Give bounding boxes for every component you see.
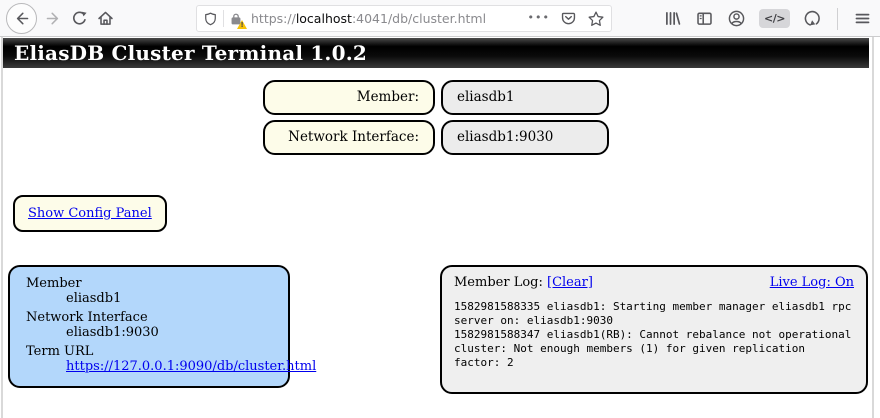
url-protocol: https:// bbox=[251, 11, 296, 26]
forward-icon bbox=[44, 9, 63, 28]
live-log-toggle-link[interactable]: Live Log: On bbox=[769, 275, 854, 290]
show-config-panel-link[interactable]: Show Config Panel bbox=[28, 206, 152, 221]
interface-info-value: eliasdb1:9030 bbox=[66, 325, 159, 340]
network-interface-row: Network Interface: eliasdb1:9030 bbox=[263, 120, 609, 155]
page-title: EliasDB Cluster Terminal 1.0.2 bbox=[3, 38, 869, 68]
log-body: 1582981588335 eliasdb1: Starting member … bbox=[454, 300, 854, 370]
toolbar-right-icons: </> bbox=[663, 0, 872, 37]
term-url-group: Term URL https://127.0.0.1:9090/db/clust… bbox=[26, 344, 316, 374]
member-fields: Member: eliasdb1 Network Interface: elia… bbox=[3, 80, 869, 155]
log-header: Member Log: [Clear] Live Log: On bbox=[454, 275, 854, 290]
url-host: localhost bbox=[295, 11, 352, 26]
reload-icon bbox=[70, 9, 89, 28]
log-title-wrap: Member Log: [Clear] bbox=[454, 275, 593, 290]
log-title: Member Log: bbox=[454, 275, 543, 290]
window-edge-left bbox=[1, 37, 3, 418]
home-button[interactable] bbox=[96, 9, 115, 28]
menu-hamburger-icon[interactable] bbox=[853, 9, 872, 28]
member-label: Member: bbox=[263, 80, 435, 115]
pocket-icon[interactable] bbox=[560, 10, 577, 27]
reload-button[interactable] bbox=[70, 9, 89, 28]
sync-icon[interactable] bbox=[803, 9, 822, 28]
panels-row: Member eliasdb1 Network Interface eliasd… bbox=[8, 265, 868, 394]
url-path: :4041/db/cluster.html bbox=[351, 11, 487, 26]
url-text[interactable]: https://localhost:4041/db/cluster.html bbox=[251, 11, 528, 26]
interface-info-group: Network Interface eliasdb1:9030 bbox=[26, 310, 278, 340]
insecure-lock-warning-icon[interactable] bbox=[229, 11, 247, 29]
member-value: eliasdb1 bbox=[441, 80, 609, 115]
network-interface-label: Network Interface: bbox=[263, 120, 435, 155]
term-url-label: Term URL bbox=[26, 344, 94, 359]
nav-button-group bbox=[0, 2, 115, 34]
member-info-value: eliasdb1 bbox=[66, 291, 122, 306]
show-config-panel-box: Show Config Panel bbox=[13, 195, 167, 232]
library-icon[interactable] bbox=[663, 9, 682, 28]
term-url-link[interactable]: https://127.0.0.1:9090/db/cluster.html bbox=[66, 359, 317, 374]
devtools-code-icon[interactable]: </> bbox=[759, 9, 790, 28]
devtools-code-glyph: </> bbox=[759, 9, 790, 28]
page-actions-dots-icon[interactable]: ••• bbox=[527, 11, 550, 24]
url-bar[interactable]: https://localhost:4041/db/cluster.html •… bbox=[196, 5, 612, 32]
member-info-panel: Member eliasdb1 Network Interface eliasd… bbox=[8, 265, 316, 388]
term-url-value: https://127.0.0.1:9090/db/cluster.html bbox=[26, 359, 316, 374]
bookmark-star-icon[interactable] bbox=[587, 10, 605, 28]
warning-triangle-icon bbox=[237, 19, 247, 29]
tracking-shield-icon[interactable] bbox=[203, 11, 218, 27]
member-info-label: Member bbox=[26, 276, 82, 291]
urlbar-separator bbox=[223, 10, 224, 27]
clear-log-link[interactable]: [Clear] bbox=[547, 275, 593, 290]
account-icon[interactable] bbox=[727, 9, 746, 28]
page-content: EliasDB Cluster Terminal 1.0.2 Member: e… bbox=[3, 38, 869, 418]
forward-button[interactable] bbox=[44, 9, 63, 28]
member-log-panel: Member Log: [Clear] Live Log: On 1582981… bbox=[440, 265, 868, 394]
urlbar-actions: ••• bbox=[528, 10, 605, 28]
log-line: 1582981588335 eliasdb1: Starting member … bbox=[454, 300, 852, 327]
window-edge-right bbox=[872, 37, 874, 418]
toolbar-separator bbox=[837, 7, 838, 30]
browser-toolbar: https://localhost:4041/db/cluster.html •… bbox=[0, 0, 880, 37]
member-row: Member: eliasdb1 bbox=[263, 80, 609, 115]
network-interface-value: eliasdb1:9030 bbox=[441, 120, 609, 155]
log-line: 1582981588347 eliasdb1(RB): Cannot rebal… bbox=[454, 328, 852, 369]
member-info-group: Member eliasdb1 bbox=[26, 276, 278, 306]
sidebar-icon[interactable] bbox=[695, 9, 714, 28]
interface-info-label: Network Interface bbox=[26, 310, 148, 325]
back-icon bbox=[12, 9, 31, 28]
back-button[interactable] bbox=[6, 2, 37, 34]
home-icon bbox=[96, 9, 115, 28]
